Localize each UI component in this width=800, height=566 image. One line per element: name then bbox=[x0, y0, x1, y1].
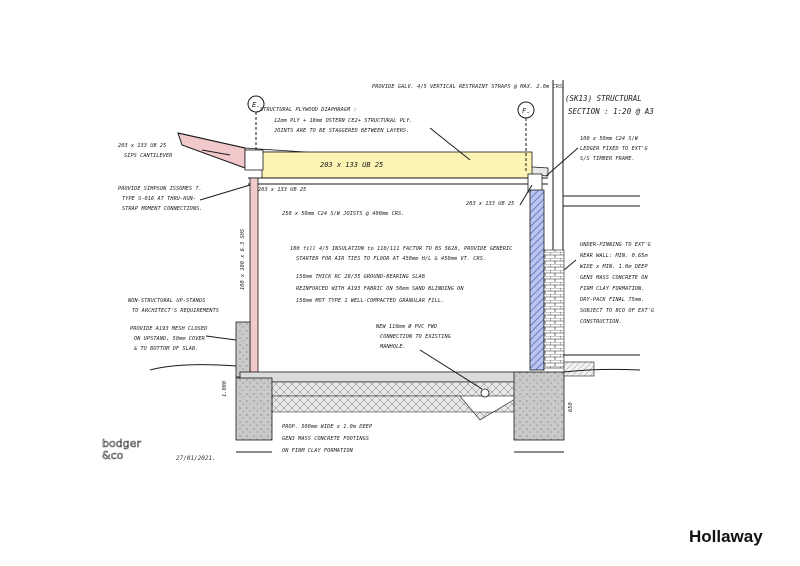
bodger-logo: bodger &co bbox=[102, 437, 142, 463]
sips-cantilever bbox=[177, 132, 246, 169]
note-drain-2: CONNECTION TO EXISTING bbox=[380, 334, 451, 340]
note-insulation-1: 100 fill 4/5 INSULATION to 110/111 FACTO… bbox=[290, 246, 513, 252]
existing-rear-wall bbox=[529, 80, 640, 371]
note-drain-1: NEW 110mm Ø PVC FWD bbox=[375, 323, 437, 330]
svg-text:F.: F. bbox=[522, 107, 530, 115]
left-footing bbox=[235, 377, 273, 441]
note-diaphragm-3: JOINTS ARE TO BE STAGGERED BETWEEN LAYER… bbox=[273, 128, 409, 134]
note-under-6: DRY-PACK FINAL 75mm. bbox=[579, 297, 644, 303]
note-ledger-1: 100 x 50mm C24 S/W bbox=[580, 136, 639, 142]
note-drain-3: MANHOLE. bbox=[379, 344, 406, 350]
note-diaphragm-2: 12mm PLY + 18mm OSTERN CE2+ STRUCTURAL P… bbox=[274, 118, 413, 124]
dim-left: 1.000 bbox=[222, 381, 228, 397]
grid-marker-f: F. bbox=[517, 101, 535, 172]
note-cantilever-2: SIPS CANTILEVER bbox=[124, 153, 172, 159]
note-beam-main: 203 x 133 UB 25 bbox=[320, 161, 383, 169]
dim-right: 650 bbox=[568, 402, 574, 412]
note-found-3: ON FIRM CLAY FORMATION bbox=[282, 448, 354, 454]
note-under-5: FIRM CLAY FORMATION. bbox=[580, 286, 644, 292]
note-under-8: CONSTRUCTION. bbox=[580, 319, 622, 325]
note-diaphragm-1: STRUCTURAL PLYWOOD DIAPHRAGM : bbox=[260, 107, 357, 113]
note-mesh-3: & TO BOTTOM OF SLAB. bbox=[133, 346, 198, 352]
svg-text:E.: E. bbox=[252, 101, 260, 109]
note-beam-right: 203 x 133 UB 25 bbox=[466, 201, 514, 207]
drawing-title-1: (SK13) STRUCTURAL bbox=[565, 94, 642, 103]
grid-marker-e: E. bbox=[247, 95, 265, 150]
note-found-1: PROP. 500mm WIDE x 1.0m DEEP bbox=[282, 424, 373, 430]
note-under-3: WIDE x MIN. 1.0m DEEP bbox=[580, 264, 648, 270]
note-ledger-3: S/S TIMBER FRAME. bbox=[580, 156, 635, 162]
left-beam-section bbox=[244, 149, 264, 171]
note-joists: 250 x 50mm C24 S/W JOISTS @ 400mm CRS. bbox=[282, 211, 404, 217]
note-under-4: GEN3 MASS CONCRETE ON bbox=[580, 275, 648, 281]
note-ledger-2: LEDGER FIXED TO EXT'G bbox=[580, 146, 648, 152]
steel-column bbox=[249, 177, 259, 373]
note-slab-2: REINFORCED WITH A193 FABRIC ON 50mm SAND… bbox=[296, 286, 464, 292]
note-insulation-2: STARTER FOR AIR TIES TO FLOOR AT 450mm H… bbox=[296, 256, 486, 262]
note-column: 100 x 100 x 6.3 SHS bbox=[240, 229, 246, 290]
note-upstand-1: NON-STRUCTURAL UP-STANDS bbox=[127, 298, 205, 304]
logo-line1: bodger bbox=[102, 437, 141, 450]
note-upstand-2: TO ARCHITECT'S REQUIREMENTS bbox=[132, 308, 219, 314]
note-under-1: UNDER-PINNING TO EXT'G bbox=[580, 242, 651, 248]
note-slab-1: 150mm THICK RC 28/35 GROUND-BEARING SLAB bbox=[296, 274, 425, 280]
note-restraint: PROVIDE GALV. 4/5 VERTICAL RESTRAINT STR… bbox=[372, 84, 565, 90]
yellow-beam-zone bbox=[261, 151, 533, 179]
drain-pipe bbox=[480, 388, 490, 398]
note-mesh-2: ON UPSTAND, 50mm COVER bbox=[134, 336, 205, 342]
roof-deck bbox=[244, 147, 549, 193]
note-under-2: REAR WALL: MIN. 0.65m bbox=[580, 253, 648, 259]
drawing-date: 27/01/2021. bbox=[176, 455, 216, 462]
note-mesh-1: PROVIDE A193 MESH CLOSED bbox=[130, 326, 207, 332]
note-found-2: GEN3 MASS CONCRETE FOOTINGS bbox=[282, 436, 369, 442]
note-beam-left: 203 x 133 UB 25 bbox=[258, 187, 306, 193]
note-cantilever-1: 203 x 133 UB 25 bbox=[118, 143, 166, 149]
right-beam-section bbox=[527, 173, 543, 193]
note-under-7: SUBJECT TO BCO OF EXT'G bbox=[580, 308, 654, 314]
underpinning-footing bbox=[513, 371, 565, 441]
note-simpson-2: TYPE S-016 AT THRU-RUN- bbox=[122, 196, 196, 202]
note-simpson-3: STRAP MOMENT CONNECTIONS. bbox=[122, 206, 203, 212]
note-simpson-1: PROVIDE SIMPSON ISSOMES 7. bbox=[118, 186, 202, 192]
brand-logo: Hollaway bbox=[689, 527, 763, 546]
drawing-title-2: SECTION : 1:20 @ A3 bbox=[568, 107, 654, 116]
logo-line2: &co bbox=[102, 449, 124, 462]
note-slab-3: 150mm MOT TYPE 1 WELL-COMPACTED GRANULAR… bbox=[296, 298, 444, 304]
